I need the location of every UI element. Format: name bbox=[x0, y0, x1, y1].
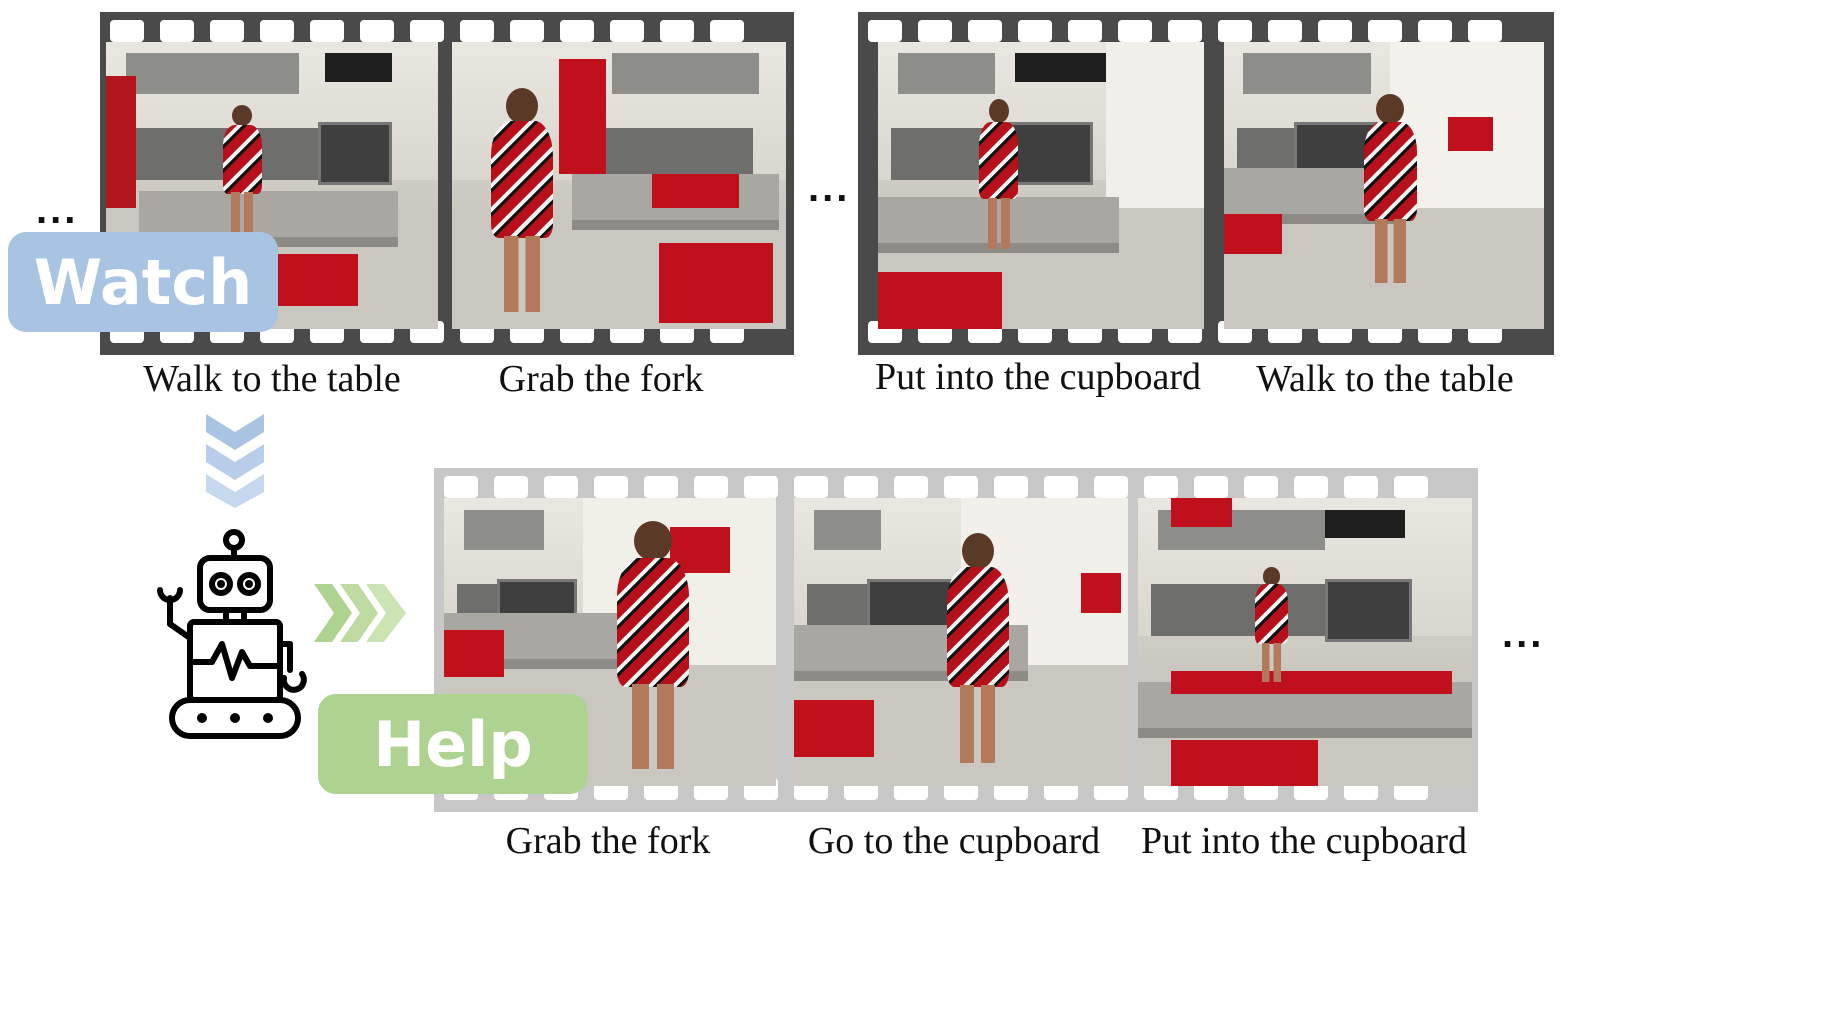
film-perforation bbox=[1194, 476, 1228, 498]
film-perforation bbox=[110, 20, 144, 42]
film-perforation bbox=[994, 476, 1028, 498]
robot-icon bbox=[157, 529, 307, 739]
film-perforation bbox=[1068, 20, 1102, 42]
film-perforation bbox=[1044, 476, 1078, 498]
observed-film-strip-right bbox=[858, 12, 1554, 355]
help-frame-go-to-cupboard bbox=[794, 498, 1128, 786]
film-perforation bbox=[494, 476, 528, 498]
observed-frame-walk-to-table-2 bbox=[1224, 42, 1544, 329]
film-perforation bbox=[544, 476, 578, 498]
film-perforation bbox=[710, 20, 744, 42]
film-perforation bbox=[918, 20, 952, 42]
help-frame-put-into-cupboard bbox=[1138, 498, 1472, 786]
help-caption-3: Put into the cupboard bbox=[1140, 820, 1468, 862]
film-perforation bbox=[1094, 476, 1128, 498]
film-perforation bbox=[510, 20, 544, 42]
observed-frame-grab-fork bbox=[452, 42, 786, 329]
film-perforation bbox=[794, 476, 828, 498]
film-perforations-top bbox=[434, 476, 1478, 502]
film-perforation bbox=[310, 20, 344, 42]
observed-caption-2: Grab the fork bbox=[498, 358, 704, 400]
film-perforation bbox=[1168, 20, 1202, 42]
film-perforation bbox=[410, 20, 444, 42]
film-perforation bbox=[1118, 20, 1152, 42]
human-agent bbox=[941, 532, 1014, 763]
film-perforations-top bbox=[858, 20, 1554, 46]
film-perforation bbox=[460, 20, 494, 42]
human-agent bbox=[610, 521, 696, 769]
chevron-down-icon bbox=[206, 414, 264, 508]
film-perforation bbox=[1268, 20, 1302, 42]
film-perforation bbox=[594, 476, 628, 498]
film-perforation bbox=[744, 476, 778, 498]
middle-ellipsis: ... bbox=[808, 166, 851, 210]
human-agent bbox=[219, 105, 265, 238]
trailing-ellipsis: ... bbox=[1502, 612, 1545, 656]
film-perforation bbox=[1344, 476, 1378, 498]
film-perforation bbox=[694, 476, 728, 498]
film-perforation bbox=[944, 476, 978, 498]
observed-caption-4: Walk to the table bbox=[1256, 358, 1514, 400]
film-perforation bbox=[1294, 476, 1328, 498]
film-perforation bbox=[1418, 20, 1452, 42]
film-perforation bbox=[360, 20, 394, 42]
film-perforation bbox=[660, 20, 694, 42]
human-agent bbox=[976, 99, 1022, 249]
film-perforation bbox=[844, 476, 878, 498]
human-agent bbox=[1252, 567, 1292, 683]
film-perforation bbox=[1468, 20, 1502, 42]
help-label: Help bbox=[318, 694, 588, 794]
film-perforation bbox=[868, 20, 902, 42]
film-perforation bbox=[1394, 476, 1428, 498]
chevron-right-icon bbox=[314, 584, 406, 642]
human-agent bbox=[485, 87, 558, 312]
observed-caption-3: Put into the cupboard bbox=[874, 356, 1202, 398]
film-perforation bbox=[894, 476, 928, 498]
film-perforation bbox=[160, 20, 194, 42]
help-caption-1: Grab the fork bbox=[505, 820, 711, 862]
film-perforation bbox=[1244, 476, 1278, 498]
human-agent bbox=[1358, 93, 1422, 284]
film-perforation bbox=[210, 20, 244, 42]
observed-caption-1: Walk to the table bbox=[143, 358, 401, 400]
help-caption-2: Go to the cupboard bbox=[807, 820, 1101, 862]
film-perforation bbox=[560, 20, 594, 42]
film-perforation bbox=[1018, 20, 1052, 42]
film-perforation bbox=[260, 20, 294, 42]
help-film-strip bbox=[434, 468, 1478, 812]
film-perforation bbox=[968, 20, 1002, 42]
film-perforation bbox=[1368, 20, 1402, 42]
watch-label: Watch bbox=[8, 232, 278, 332]
film-perforations-top bbox=[100, 20, 794, 46]
film-perforation bbox=[610, 20, 644, 42]
film-perforation bbox=[1218, 20, 1252, 42]
film-perforation bbox=[1318, 20, 1352, 42]
film-perforation bbox=[1144, 476, 1178, 498]
film-perforation bbox=[444, 476, 478, 498]
film-perforation bbox=[644, 476, 678, 498]
leading-ellipsis: ... bbox=[36, 188, 79, 232]
observed-frame-put-into-cupboard bbox=[878, 42, 1204, 329]
